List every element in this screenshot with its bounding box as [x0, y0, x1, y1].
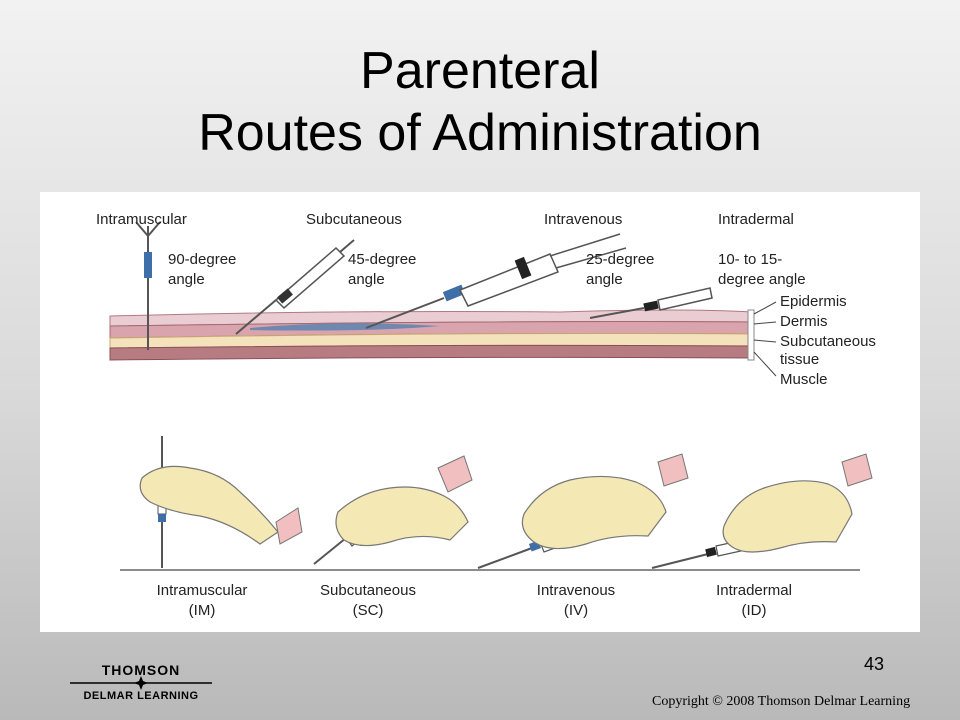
title-line-1: Parenteral: [360, 42, 600, 100]
syringe-intravenous: [365, 233, 627, 329]
logo-line-2: DELMAR LEARNING: [83, 690, 199, 702]
label-intramuscular-angle-1: 90-degree: [168, 251, 236, 268]
label-tissue: tissue: [780, 351, 819, 368]
copyright-notice: Copyright © 2008 Thomson Delmar Learning: [652, 694, 911, 709]
hand-intradermal: [651, 453, 873, 569]
label-intradermal: Intradermal: [718, 211, 794, 228]
tissue-cross-section: [109, 309, 755, 361]
page-number: 43: [864, 654, 885, 674]
hand-intramuscular: [139, 436, 303, 568]
cross-section-edge: [747, 309, 755, 361]
syringe-subcutaneous: [235, 239, 355, 335]
vein-shape: [250, 323, 440, 331]
label-subcutaneous: Subcutaneous: [306, 211, 402, 228]
bottom-label-intravenous: Intravenous: [537, 582, 615, 599]
title-line-2: Routes of Administration: [198, 104, 762, 162]
hand-intravenous: [477, 453, 689, 569]
bottom-label-intradermal: Intradermal: [716, 582, 792, 599]
slide-title: Parenteral Routes of Administration: [0, 40, 960, 164]
layer-leader-lines: [753, 301, 777, 377]
syringe-intramuscular: [135, 221, 161, 350]
label-epidermis: Epidermis: [780, 293, 847, 310]
label-intradermal-angle-2: degree angle: [718, 271, 806, 288]
syringe-intradermal: [589, 287, 713, 319]
injection-diagram: Intramuscular 90-degree angle Subcutaneo…: [40, 192, 920, 632]
bottom-label-intramuscular: Intramuscular: [157, 582, 248, 599]
label-subcutaneous-angle-1: 45-degree: [348, 251, 416, 268]
label-intramuscular: Intramuscular: [96, 211, 187, 228]
label-intramuscular-angle-2: angle: [168, 271, 205, 288]
bottom-label-subcutaneous: Subcutaneous: [320, 582, 416, 599]
label-intravenous-angle-1: 25-degree: [586, 251, 654, 268]
diagram-svg: Intramuscular 90-degree angle Subcutaneo…: [96, 211, 876, 619]
label-intravenous: Intravenous: [544, 211, 622, 228]
label-intradermal-angle-1: 10- to 15-: [718, 251, 782, 268]
bottom-label-iv: (IV): [564, 602, 588, 619]
bottom-label-sc: (SC): [353, 602, 384, 619]
muscle-layer: [109, 344, 753, 361]
label-subcutaneous-angle-2: angle: [348, 271, 385, 288]
hand-subcutaneous: [313, 455, 473, 565]
logo-star-icon: [70, 676, 212, 690]
label-muscle: Muscle: [780, 371, 828, 388]
bottom-label-id: (ID): [742, 602, 767, 619]
thomson-delmar-logo: THOMSON DELMAR LEARNING: [66, 662, 216, 708]
logo-line-1: THOMSON: [101, 662, 181, 678]
label-dermis: Dermis: [780, 313, 828, 330]
bottom-label-im: (IM): [189, 602, 216, 619]
label-intravenous-angle-2: angle: [586, 271, 623, 288]
label-subcutaneous-layer: Subcutaneous: [780, 333, 876, 350]
